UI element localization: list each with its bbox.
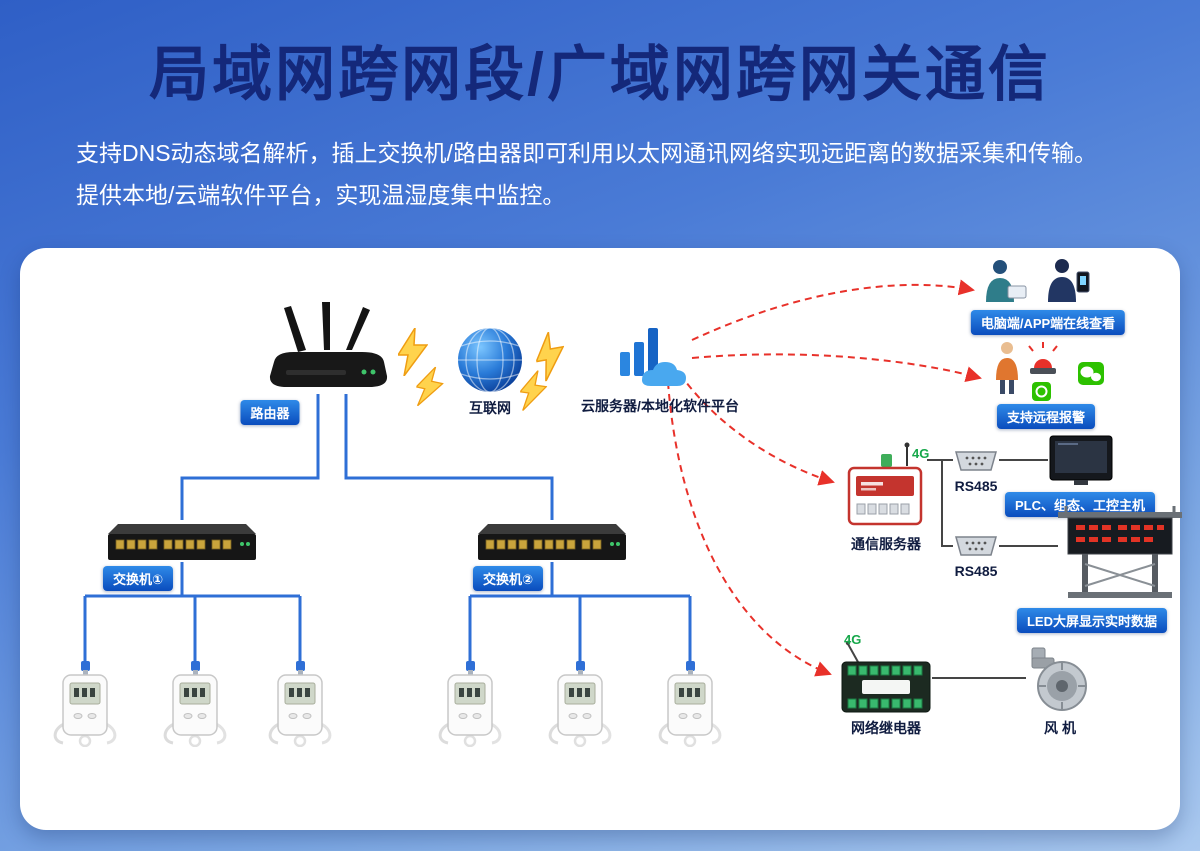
sensor-device <box>434 661 506 752</box>
temp-humidity-sensor-icon <box>53 661 117 748</box>
fan-label: 风 机 <box>1044 720 1076 736</box>
db9-connector-icon <box>955 451 997 471</box>
pc-app-icons <box>980 256 1105 319</box>
monitor-icon <box>1049 435 1113 485</box>
lightning-icon <box>517 368 549 418</box>
led-billboard-icon <box>1058 506 1182 598</box>
comm-server-icon <box>847 442 923 526</box>
switch2-device <box>478 518 626 573</box>
cloud-platform-label: 云服务器/本地化软件平台 <box>581 398 739 414</box>
lightning-icon <box>411 364 446 415</box>
subtitle-line-2: 提供本地/云端软件平台，实现温湿度集中监控。 <box>76 182 566 209</box>
alarm-icons <box>992 338 1107 409</box>
plc-monitor-device <box>1048 434 1114 493</box>
temp-humidity-sensor-icon <box>548 661 612 748</box>
header: 局域网跨网段/广域网跨网关通信 支持DNS动态域名解析，插上交换机/路由器即可利… <box>0 0 1200 216</box>
rs485-connector-bottom <box>953 533 999 564</box>
relay-label: 网络继电器 <box>851 720 921 736</box>
lightning-icon <box>396 327 429 381</box>
pc-app-label: 电脑端/APP端在线查看 <box>970 310 1126 335</box>
alarm-wechat-icon <box>996 342 1104 401</box>
globe-icon <box>458 327 522 393</box>
temp-humidity-sensor-icon <box>658 661 722 748</box>
switch2-label: 交换机② <box>472 566 544 591</box>
ethernet-switch-icon <box>108 524 256 560</box>
fan-device <box>1026 646 1092 717</box>
temp-humidity-sensor-icon <box>163 661 227 748</box>
subtitle-line-1: 支持DNS动态域名解析，插上交换机/路由器即可利用以太网通讯网络实现远距离的数据… <box>76 140 1097 166</box>
relay-4g-tag: 4G <box>844 632 862 647</box>
lightning-icon <box>532 330 571 387</box>
temp-humidity-sensor-icon <box>268 661 332 748</box>
comm-server-label: 通信服务器 <box>851 536 921 552</box>
relay-board-icon <box>841 640 931 713</box>
relay-device <box>840 640 932 721</box>
router-device <box>260 300 395 405</box>
sensor-device <box>159 661 231 752</box>
remote-alarm-label: 支持远程报警 <box>996 404 1096 429</box>
sensor-device <box>264 661 336 752</box>
internet-label: 互联网 <box>469 400 511 416</box>
sensor-device <box>654 661 726 752</box>
comm-server-4g-tag: 4G <box>912 446 930 461</box>
rs485-connector-top <box>953 448 999 479</box>
router-icon <box>269 302 388 387</box>
ethernet-switch-icon <box>478 524 626 560</box>
page-title: 局域网跨网段/广域网跨网关通信 <box>149 41 1051 108</box>
comm-server-device <box>843 440 927 535</box>
led-screen-device <box>1058 504 1182 609</box>
db9-connector-icon <box>955 536 997 556</box>
sensor-device <box>49 661 121 752</box>
router-label: 路由器 <box>240 400 300 425</box>
internet-globe-device <box>454 324 526 401</box>
cloud-chart-icon <box>620 328 686 386</box>
switch1-device <box>108 518 256 573</box>
temp-humidity-sensor-icon <box>438 661 502 748</box>
sensor-device <box>544 661 616 752</box>
led-label: LED大屏显示实时数据 <box>1016 608 1168 633</box>
diagram-panel: 路由器 互联网 <box>20 248 1182 830</box>
wireless-dashed-arrows <box>667 279 982 677</box>
rs485-bottom-label: RS485 <box>954 563 998 579</box>
cloud-platform-device <box>612 318 688 395</box>
rs485-top-label: RS485 <box>954 478 998 494</box>
people-viewing-icon <box>986 259 1090 302</box>
switch1-label: 交换机① <box>102 566 174 591</box>
blower-fan-icon <box>1031 647 1087 711</box>
